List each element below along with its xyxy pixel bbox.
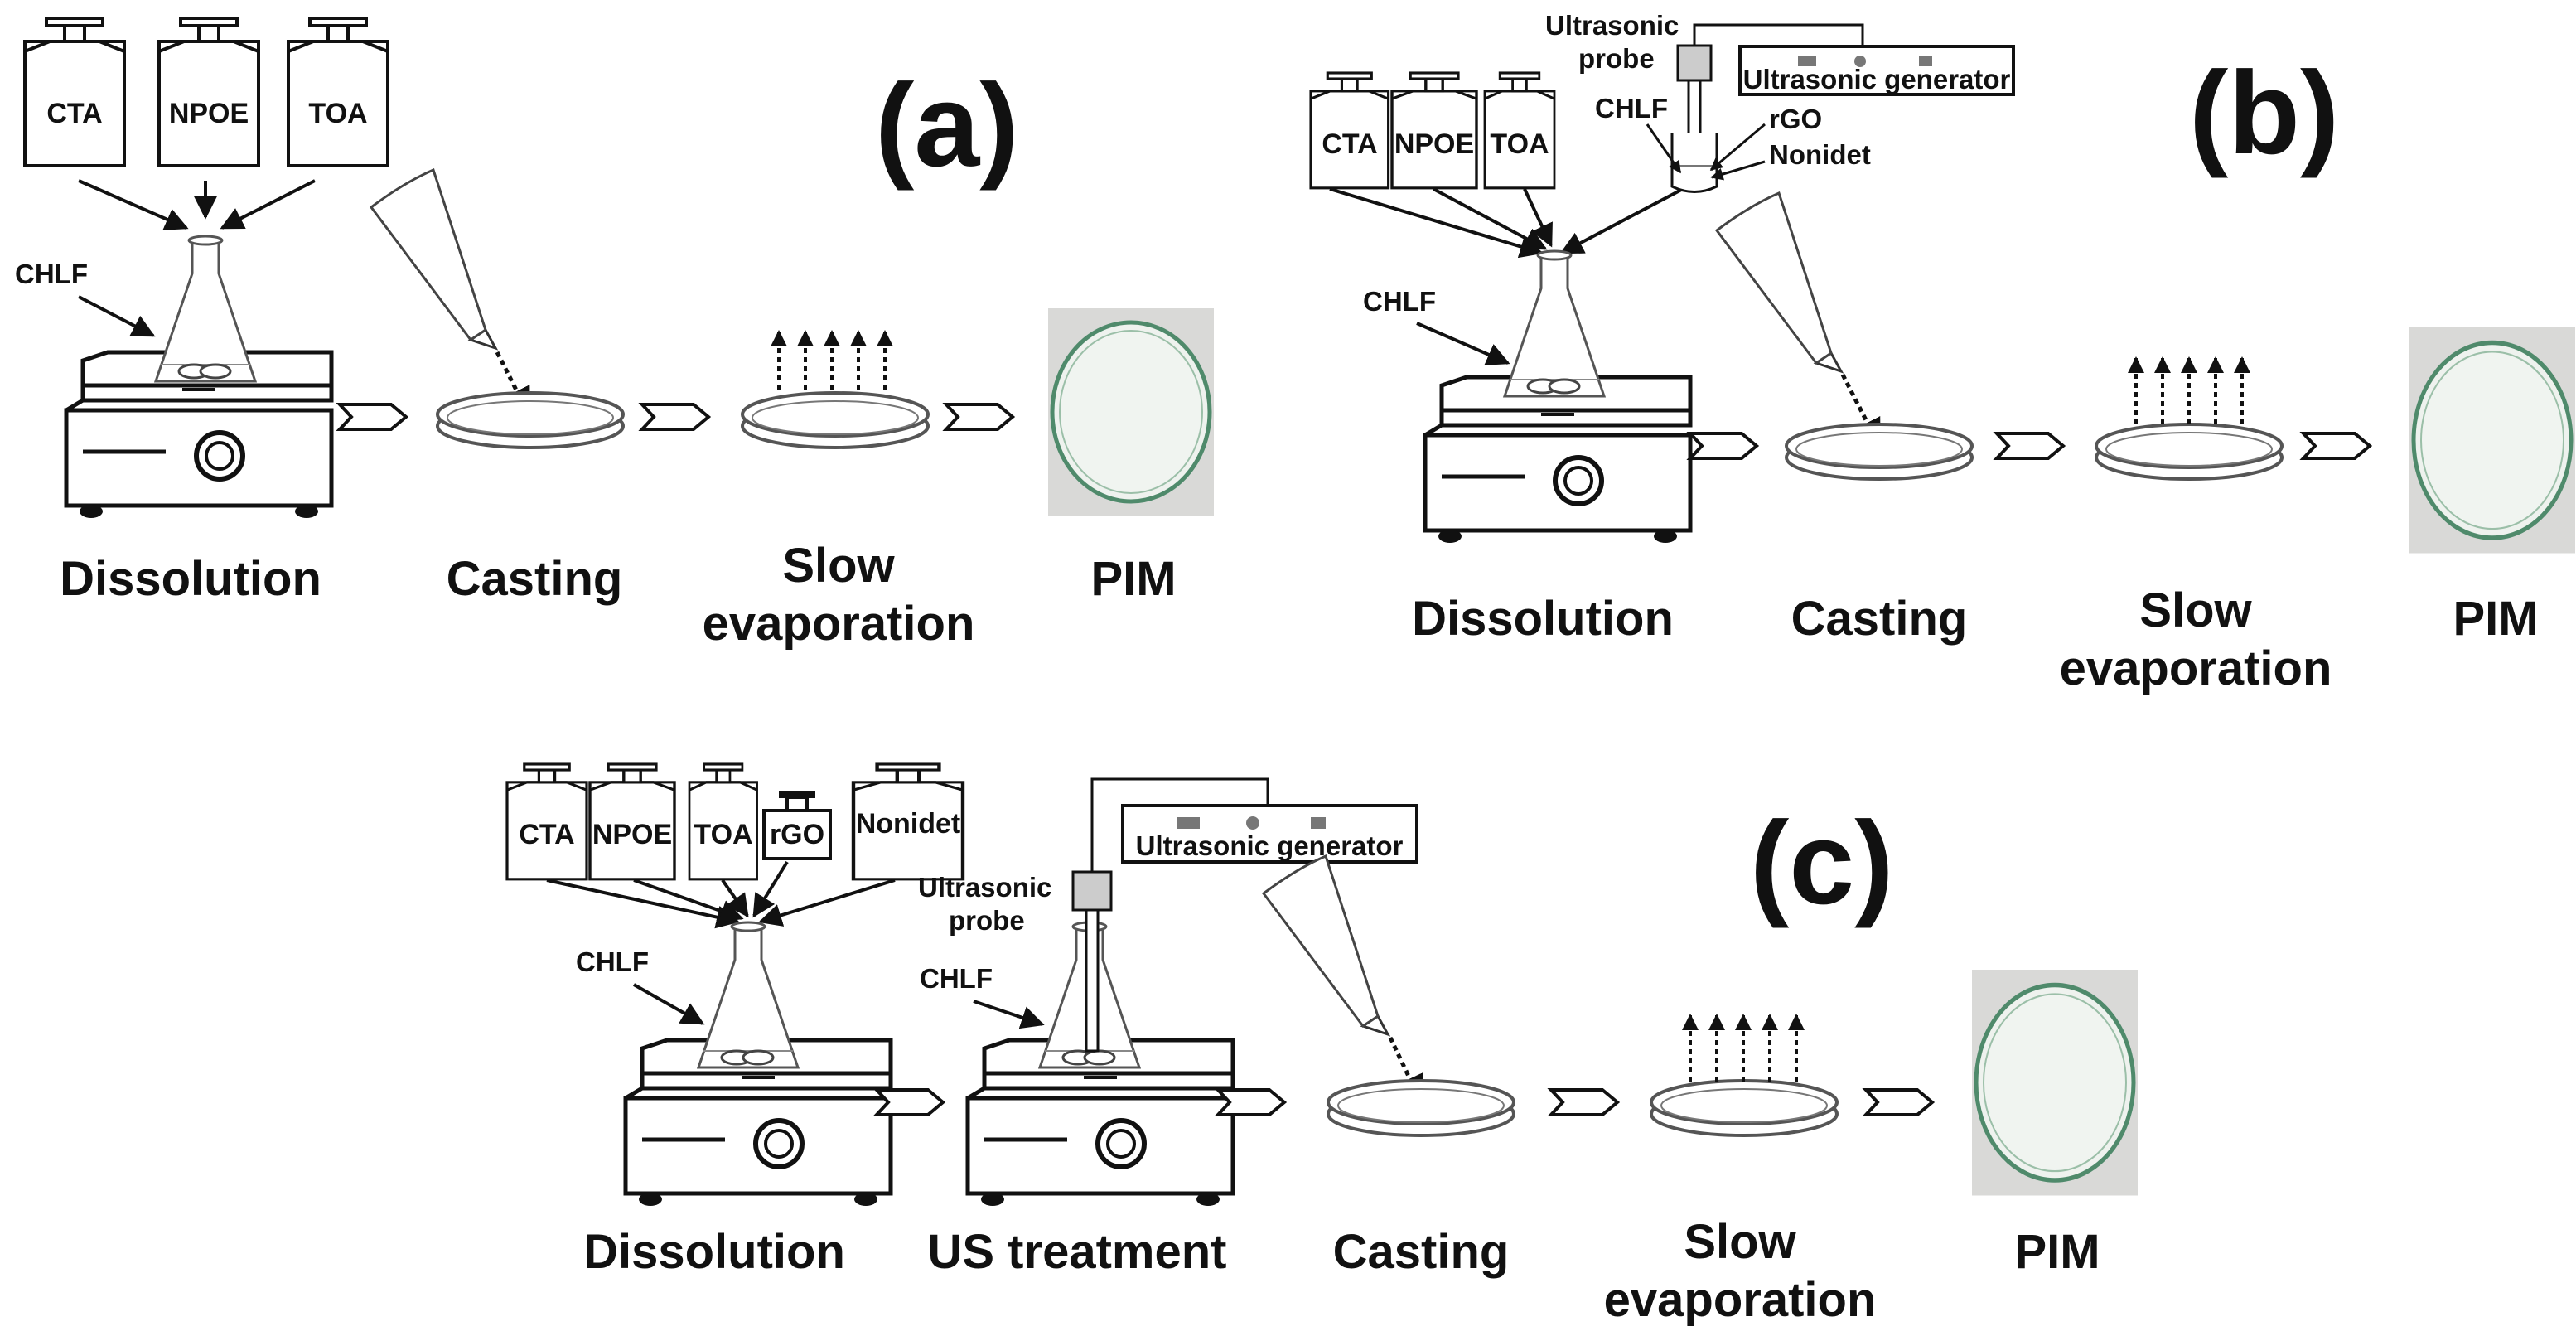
reagent-bottle-npoe: NPOE xyxy=(1390,71,1478,190)
chevron-arrow-icon xyxy=(945,403,1014,431)
funnel-icon xyxy=(1262,854,1389,1036)
pim-photo xyxy=(2409,327,2575,554)
step-pim: PIM xyxy=(1090,552,1176,606)
ultrasonic-generator: Ultrasonic generator xyxy=(1121,804,1418,864)
funnel-icon xyxy=(1715,191,1843,373)
bottle-label-cta: CTA xyxy=(46,98,102,129)
step-casting: Casting xyxy=(1791,592,1968,646)
reagent-bottle-toa: TOA xyxy=(688,762,759,881)
addition-arrows xyxy=(78,179,316,230)
reagent-bottle-npoe: NPOE xyxy=(157,17,260,167)
evaporation-arrows xyxy=(1682,1014,1805,1082)
addition-arrows xyxy=(546,860,896,929)
chevron-arrow-icon xyxy=(1689,432,1758,460)
bottle-label-nonidet: Nonidet xyxy=(856,808,961,840)
reagent-bottle-toa: TOA xyxy=(287,17,389,167)
us-generator-label: Ultrasonic generator xyxy=(1743,64,2011,94)
reagent-bottle-nonidet: Nonidet xyxy=(853,764,963,879)
reagent-bottle-npoe: NPOE xyxy=(588,762,676,881)
step-slow: Slow xyxy=(782,539,895,593)
bottle-label-cta: CTA xyxy=(1322,128,1377,160)
reagent-bottle-toa: TOA xyxy=(1483,71,1556,190)
petri-dish-evaporation xyxy=(2095,423,2284,481)
step-slow: Slow xyxy=(2139,583,2252,637)
chevron-arrow-icon xyxy=(338,403,408,431)
step-evaporation: evaporation xyxy=(2060,641,2332,695)
addition-arrows xyxy=(1329,179,1699,259)
chevron-arrow-icon xyxy=(1549,1088,1619,1116)
bottle-label-npoe: NPOE xyxy=(1394,128,1474,160)
beaker-label-nonidet: Nonidet xyxy=(1769,139,1871,170)
step-casting: Casting xyxy=(1333,1225,1510,1279)
evaporation-arrows xyxy=(771,330,893,390)
reagent-bottle-rgo: rGO xyxy=(762,791,832,860)
pim-photo xyxy=(1972,970,2138,1196)
petri-dish-casting xyxy=(1785,423,1974,481)
chlf-label: CHLF xyxy=(15,259,88,289)
chevron-arrow-icon xyxy=(1995,432,2065,460)
step-dissolution: Dissolution xyxy=(583,1225,845,1279)
panel-label-a: (a) xyxy=(875,60,1019,191)
ultrasonic-generator: Ultrasonic generator xyxy=(1738,45,2015,96)
step-dissolution: Dissolution xyxy=(60,552,321,606)
us-generator-label: Ultrasonic generator xyxy=(1136,830,1404,861)
reagent-bottle-cta: CTA xyxy=(23,17,126,167)
flask xyxy=(1503,249,1606,398)
bottle-label-toa: TOA xyxy=(1490,128,1549,160)
step-pim: PIM xyxy=(2453,592,2538,646)
panel-b: (b) CTA NPOE TOA Ultrasonic probe xyxy=(1309,10,2575,695)
reagent-bottle-cta: CTA xyxy=(505,762,588,881)
step-casting: Casting xyxy=(447,552,623,606)
chlf-label: CHLF xyxy=(576,946,649,977)
bottle-label-cta: CTA xyxy=(519,819,574,850)
ultrasonic-probe xyxy=(1071,777,1269,1053)
panel-label-b: (b) xyxy=(2189,47,2339,179)
chevron-arrow-icon xyxy=(2302,432,2371,460)
funnel-icon xyxy=(370,168,497,350)
bottle-label-rgo: rGO xyxy=(770,819,824,850)
step-evaporation: evaporation xyxy=(703,597,975,651)
pim-photo xyxy=(1048,308,1214,516)
bottle-label-toa: TOA xyxy=(694,819,752,850)
step-pim: PIM xyxy=(2014,1225,2100,1279)
chevron-arrow-icon xyxy=(875,1088,945,1116)
bottle-label-npoe: NPOE xyxy=(169,98,249,129)
step-dissolution: Dissolution xyxy=(1412,592,1674,646)
flask xyxy=(697,921,800,1069)
beaker xyxy=(1670,133,1718,193)
chevron-arrow-icon xyxy=(1864,1088,1934,1116)
petri-dish-casting xyxy=(436,391,625,449)
panel-c: (c) CTA NPOE TOA rGO Nonidet xyxy=(505,762,2138,1327)
flask xyxy=(154,235,257,383)
us-probe-label-line1: Ultrasonic xyxy=(918,872,1051,903)
step-slow: Slow xyxy=(1684,1215,1796,1269)
petri-dish-evaporation xyxy=(1650,1079,1839,1137)
beaker-label-chlf: CHLF xyxy=(1595,93,1668,123)
petri-dish-casting xyxy=(1327,1079,1515,1137)
bottle-label-toa: TOA xyxy=(308,98,367,129)
chevron-arrow-icon xyxy=(640,403,710,431)
bottle-label-npoe: NPOE xyxy=(592,819,672,850)
petri-dish-evaporation xyxy=(741,391,930,449)
evaporation-arrows xyxy=(2128,356,2250,424)
chlf-label: CHLF xyxy=(1363,286,1436,317)
panel-label-c: (c) xyxy=(1750,797,1894,929)
step-evaporation: evaporation xyxy=(1604,1273,1877,1327)
us-probe-label-line2: probe xyxy=(1578,43,1655,74)
hot-plate xyxy=(1425,377,1690,543)
chlf-label-us: CHLF xyxy=(920,963,993,994)
beaker-label-rgo: rGO xyxy=(1769,104,1822,134)
us-probe-label-line2: probe xyxy=(949,905,1025,936)
panel-a: (a) CTA NPOE TOA CHLF xyxy=(15,17,1214,651)
reagent-bottle-cta: CTA xyxy=(1309,71,1390,190)
chevron-arrow-icon xyxy=(1216,1088,1286,1116)
step-us-treatment: US treatment xyxy=(928,1225,1227,1279)
us-probe-label-line1: Ultrasonic xyxy=(1545,10,1679,41)
